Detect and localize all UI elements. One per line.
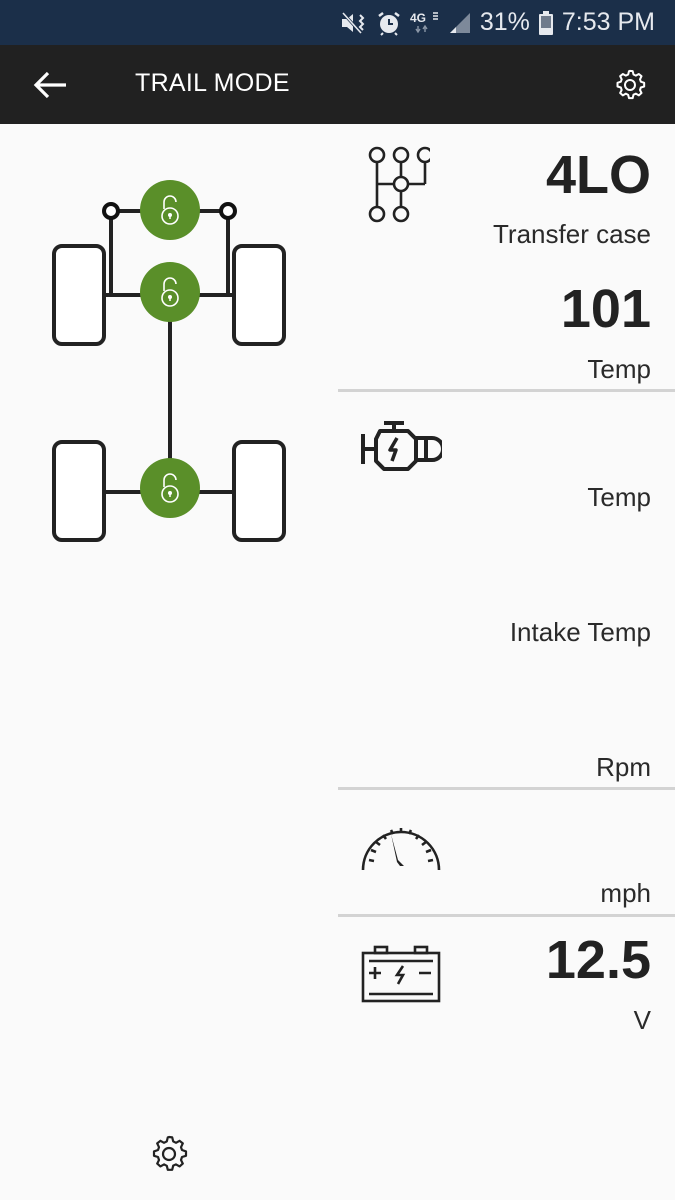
gear-icon <box>152 1135 188 1171</box>
front-axle-lock-button[interactable] <box>140 262 200 322</box>
car-battery-icon <box>361 945 441 1003</box>
unlocked-padlock-icon <box>161 277 179 307</box>
4g-lte-icon: 4G <box>410 10 440 36</box>
drivetrain-panel <box>0 124 338 1200</box>
app-bar: TRAIL MODE <box>0 45 675 124</box>
transfer-case-value: 4LO <box>545 145 651 205</box>
status-bar: 4G 31% 7:53 PM <box>0 0 675 45</box>
drivetrain-diagram <box>52 202 286 542</box>
gear-icon <box>616 69 646 100</box>
battery-panel: 12.5 V <box>338 917 675 1057</box>
engine-panel: Temp Intake Temp Rpm <box>338 392 675 787</box>
alarm-icon <box>376 10 402 36</box>
mute-vibrate-icon <box>340 10 368 36</box>
transfer-case-label: Transfer case <box>493 219 651 249</box>
gear-shifter-icon <box>368 146 430 223</box>
transfer-case-panel: 4LO Transfer case 101 Temp <box>338 124 675 389</box>
speed-label: mph <box>600 878 651 908</box>
clock-time: 7:53 PM <box>561 8 655 36</box>
signal-icon <box>448 11 472 35</box>
unlocked-padlock-icon <box>161 195 179 225</box>
bottom-settings-button[interactable] <box>145 1130 193 1178</box>
intake-temp-label: Intake Temp <box>509 617 651 647</box>
battery-percent: 31% <box>479 8 530 36</box>
battery-voltage-label: V <box>633 1005 651 1035</box>
transfer-case-temp-value: 101 <box>560 279 651 339</box>
battery-icon <box>538 10 554 36</box>
page-title: TRAIL MODE <box>135 69 290 97</box>
battery-voltage-value: 12.5 <box>545 930 651 990</box>
engine-icon <box>361 421 442 471</box>
speedometer-icon <box>361 828 441 871</box>
divider <box>338 787 675 790</box>
back-button[interactable] <box>30 65 70 105</box>
engine-temp-label: Temp <box>587 482 651 512</box>
speed-panel: mph <box>338 790 675 914</box>
transfer-case-temp-label: Temp <box>587 354 651 384</box>
rear-axle-lock-button[interactable] <box>140 458 200 518</box>
center-differential-lock-button[interactable] <box>140 180 200 240</box>
unlocked-padlock-icon <box>161 473 179 503</box>
rpm-label: Rpm <box>596 752 651 782</box>
divider <box>338 914 675 917</box>
svg-text:4G: 4G <box>410 11 426 25</box>
settings-button[interactable] <box>610 65 650 105</box>
divider <box>338 389 675 392</box>
arrow-left-icon <box>33 71 66 99</box>
